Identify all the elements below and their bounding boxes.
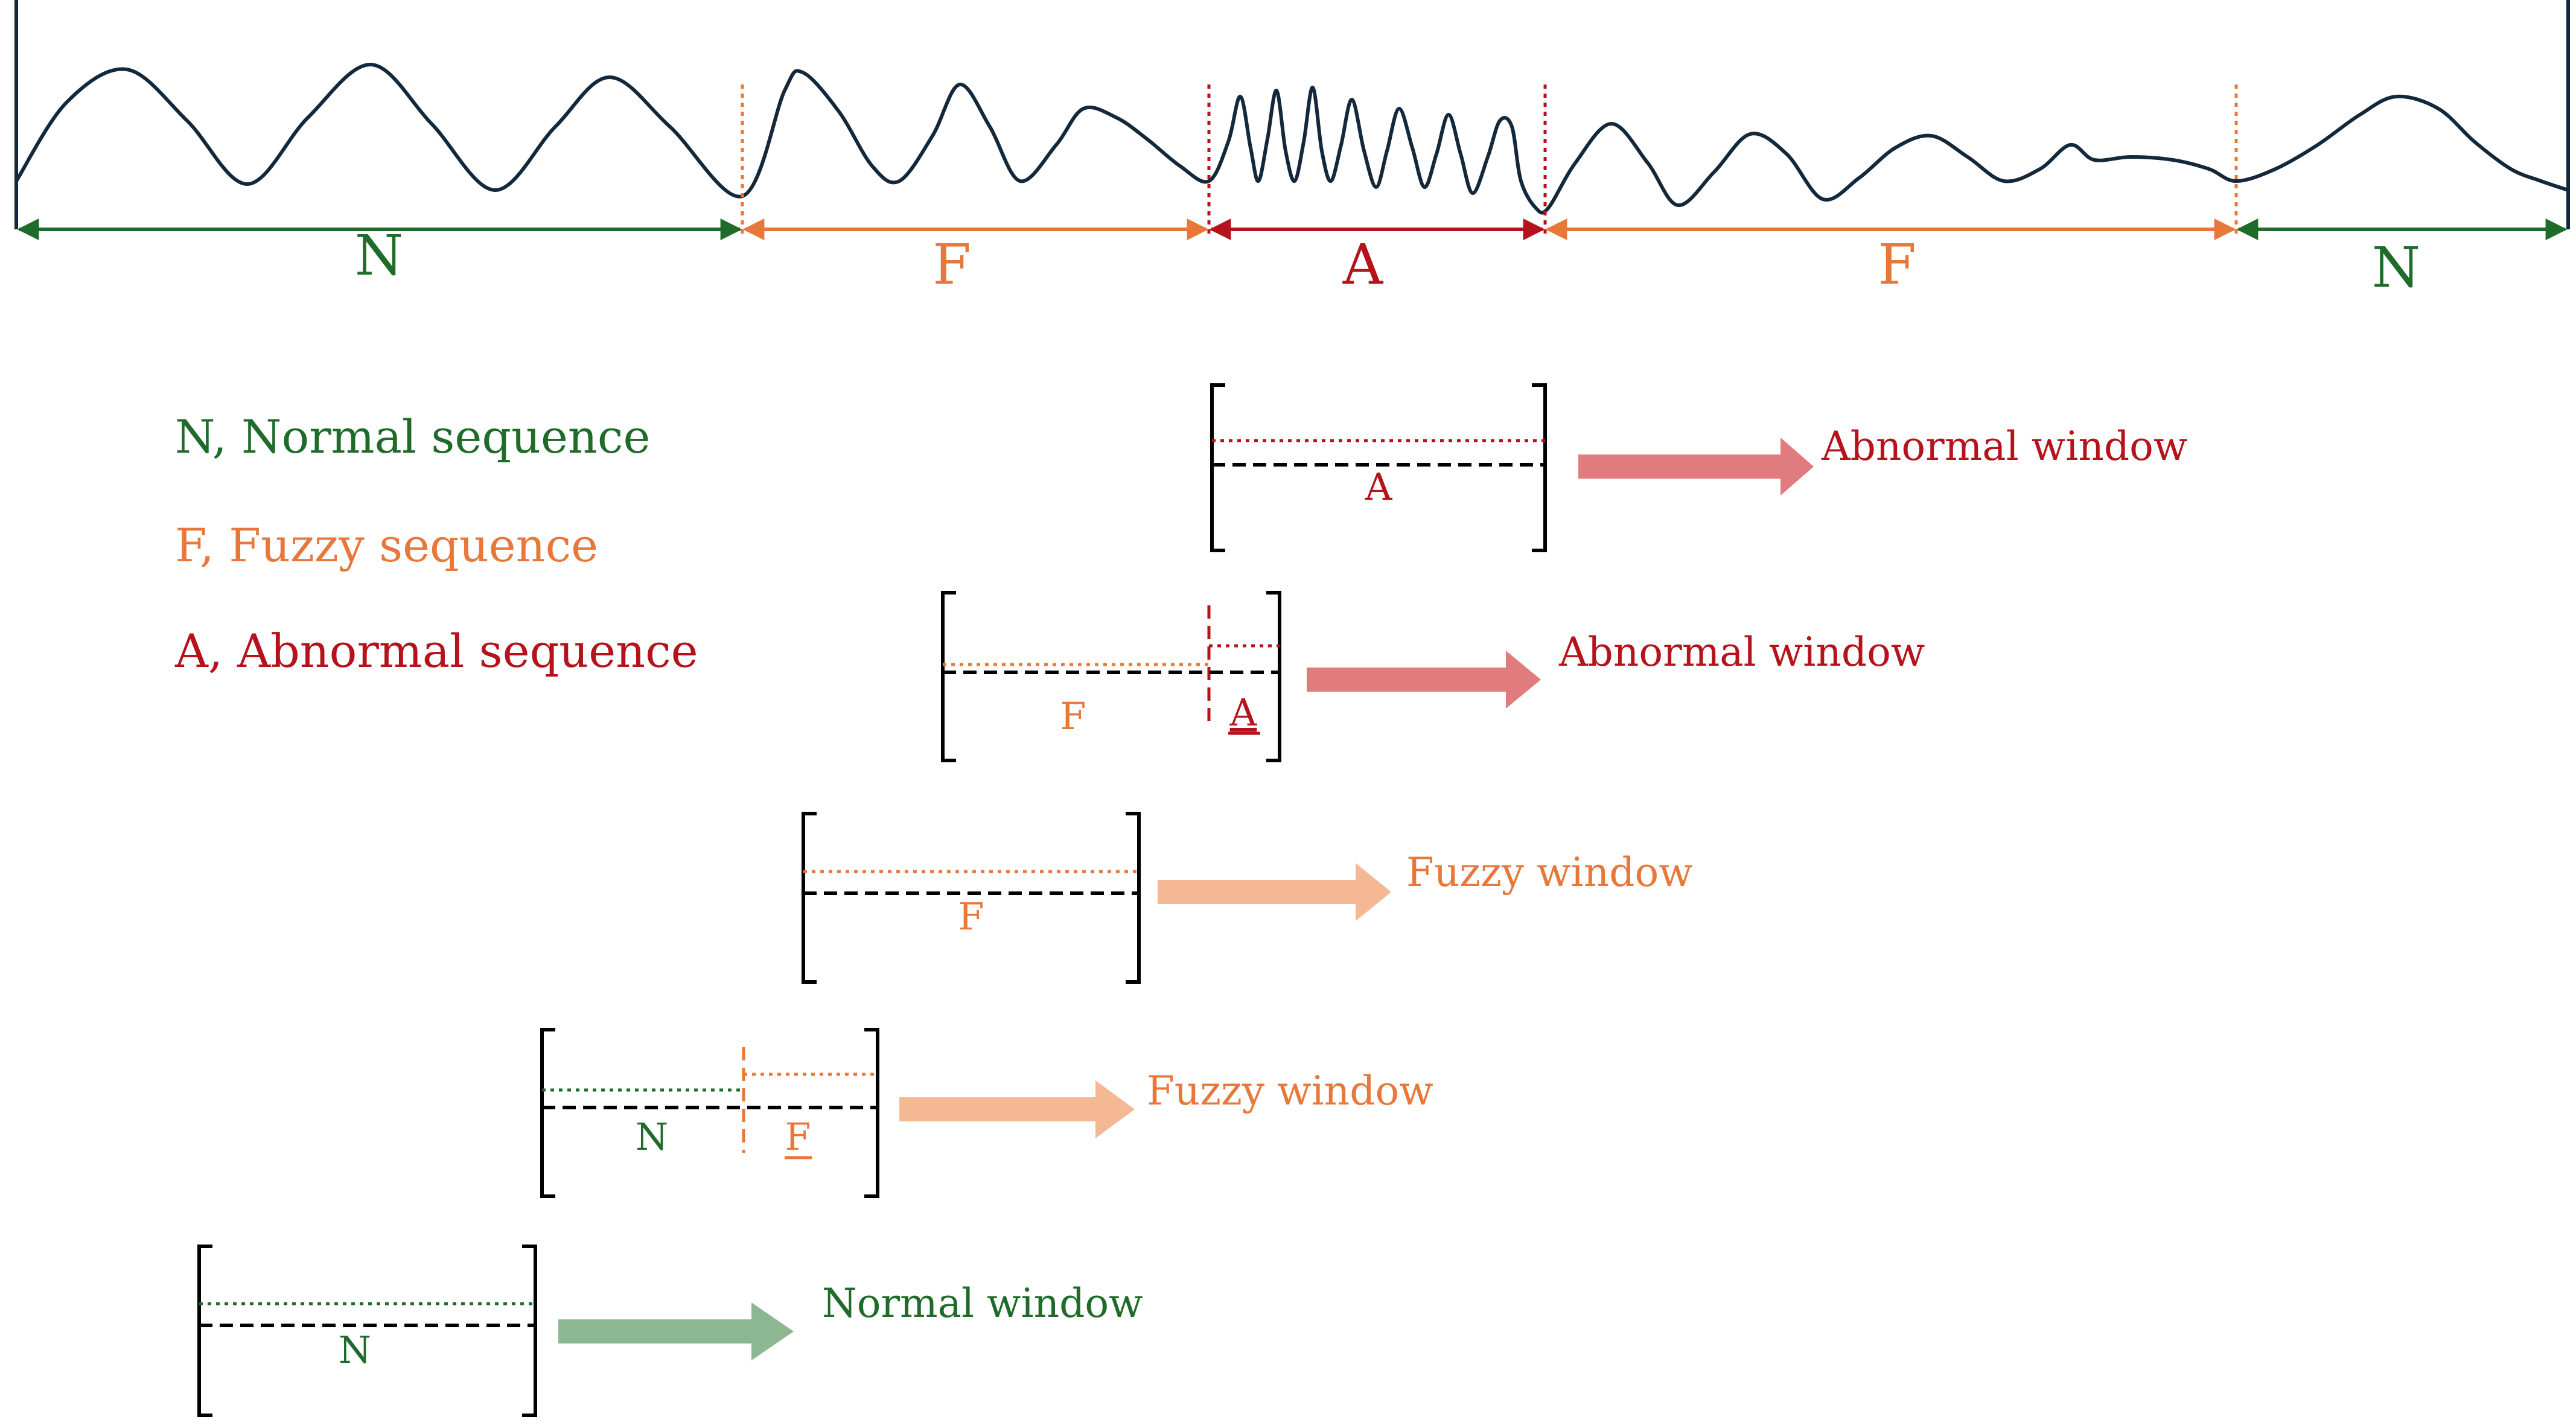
segment-label-abnormal: A <box>1342 232 1384 297</box>
window-part-label-abnormal: A <box>1229 690 1258 735</box>
window-result-arrowhead <box>1356 863 1391 921</box>
window-part-label-normal: N <box>636 1115 668 1159</box>
window-abnormal-2: F A Abnormal window <box>941 591 1925 762</box>
window-bracket-right <box>864 1028 879 1198</box>
window-result-arrow <box>1307 668 1512 692</box>
window-result-label: Abnormal window <box>1821 423 2187 470</box>
window-result-arrowhead <box>1095 1080 1135 1138</box>
window-part-label: A <box>1365 465 1393 509</box>
window-bracket-right <box>1266 591 1281 762</box>
window-result-label: Fuzzy window <box>1147 1068 1433 1114</box>
window-result-arrowhead <box>751 1302 794 1360</box>
window-result-label: Fuzzy window <box>1406 849 1693 896</box>
window-part-label: N <box>339 1328 371 1372</box>
window-bracket-right <box>522 1245 537 1417</box>
window-part-label-fuzzy: F <box>1060 694 1086 738</box>
segment-label-normal-2: N <box>2372 235 2421 300</box>
window-result-arrow <box>1578 454 1787 479</box>
window-bracket-right <box>1532 383 1547 552</box>
window-part-label-fuzzy: F <box>785 1115 811 1159</box>
window-fuzzy-2: N F Fuzzy window <box>540 1028 1433 1198</box>
window-result-arrow <box>1158 880 1362 904</box>
signal-waveform <box>14 62 2569 215</box>
window-bracket-left <box>941 591 956 762</box>
window-bracket-left <box>197 1245 212 1417</box>
window-bracket-left <box>1210 383 1225 552</box>
window-result-label: Normal window <box>822 1280 1143 1327</box>
window-result-arrowhead <box>1506 651 1541 709</box>
window-bracket-left <box>802 812 817 984</box>
segment-label-fuzzy-1: F <box>933 232 971 297</box>
window-result-arrow <box>558 1319 757 1344</box>
segment-label-fuzzy-2: F <box>1878 232 1916 297</box>
window-part-label: F <box>958 894 984 939</box>
legend-abnormal: A, Abnormal sequence <box>174 624 698 678</box>
window-result-arrow <box>899 1097 1101 1121</box>
window-abnormal-1: A Abnormal window <box>1210 383 2187 552</box>
window-bracket-right <box>1126 812 1141 984</box>
legend-fuzzy: F, Fuzzy sequence <box>175 518 598 572</box>
window-normal: N Normal window <box>197 1245 1143 1417</box>
window-fuzzy-1: F Fuzzy window <box>802 812 1693 984</box>
window-result-label: Abnormal window <box>1558 629 1925 675</box>
legend-normal: N, Normal sequence <box>175 410 650 464</box>
window-bracket-left <box>540 1028 555 1198</box>
segment-label-normal-1: N <box>355 223 404 288</box>
window-result-arrowhead <box>1781 438 1814 496</box>
